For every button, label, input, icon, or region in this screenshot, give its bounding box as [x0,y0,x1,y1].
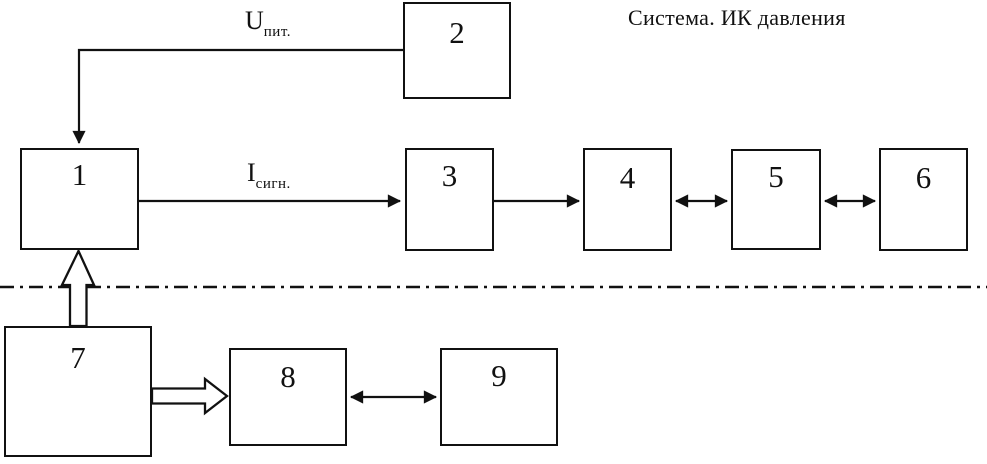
block-8-number: 8 [280,359,296,394]
hollow-arrow-7-to-8 [150,376,229,416]
hollow-arrow-7-to-1 [60,248,96,328]
block-3-number: 3 [441,158,458,193]
power-line-2-to-1 [72,48,403,145]
block-9-number: 9 [491,358,507,393]
block-1: 1 [20,148,139,250]
block-5-number: 5 [768,159,784,194]
power-voltage-symbol: U [245,6,264,35]
signal-current-subscript: сигн. [255,176,291,192]
block-1-number: 1 [71,157,88,192]
signal-current-label: Iсигн. [247,158,291,192]
block-3: 3 [405,148,494,251]
block-7: 7 [4,326,152,457]
block-6: 6 [879,148,968,251]
diagram-title: Система. ИК давления [628,5,846,30]
block-9: 9 [440,348,558,446]
block-6-number: 6 [915,160,932,195]
power-voltage-subscript: пит. [263,24,292,40]
block-7-number: 7 [70,340,86,375]
block-5: 5 [731,149,821,250]
power-voltage-label: Uпит. [245,6,291,40]
block-2: 2 [403,2,511,99]
block-2-number: 2 [449,15,465,50]
block-8: 8 [229,348,347,446]
block-4: 4 [583,148,672,251]
signal-current-symbol: I [247,158,256,187]
block-4-number: 4 [619,160,636,195]
